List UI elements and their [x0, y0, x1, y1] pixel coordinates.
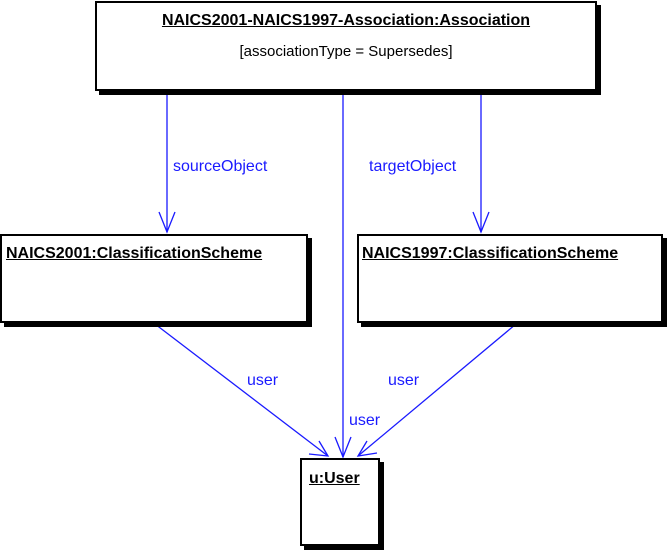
association-object-box[interactable]: NAICS2001-NAICS1997-Association:Associat…: [95, 1, 597, 91]
user-right-arrowhead: [356, 440, 378, 457]
association-object-title: NAICS2001-NAICS1997-Association:Associat…: [161, 12, 531, 29]
user-left-line: [154, 323, 329, 457]
target-object-arrowhead: [472, 211, 490, 234]
naics2001-scheme-box[interactable]: NAICS2001:ClassificationScheme: [0, 234, 308, 323]
user-object-box[interactable]: u:User: [300, 458, 380, 546]
user-center-label: user: [349, 412, 381, 429]
user-left-label: user: [247, 372, 279, 389]
target-object-label: targetObject: [369, 158, 457, 175]
association-type-attribute: [associationType = Supersedes]: [239, 43, 453, 60]
user-center-arrowhead: [334, 436, 352, 459]
user-right-line: [357, 323, 517, 457]
naics1997-scheme-box[interactable]: NAICS1997:ClassificationScheme: [357, 234, 663, 323]
source-object-arrowhead: [158, 211, 176, 234]
source-object-label: sourceObject: [173, 158, 268, 175]
naics1997-scheme-title: NAICS1997:ClassificationScheme: [362, 245, 619, 262]
user-object-title: u:User: [309, 470, 360, 487]
user-right-label: user: [388, 372, 420, 389]
user-left-arrowhead: [308, 440, 330, 457]
naics2001-scheme-title: NAICS2001:ClassificationScheme: [6, 245, 263, 262]
